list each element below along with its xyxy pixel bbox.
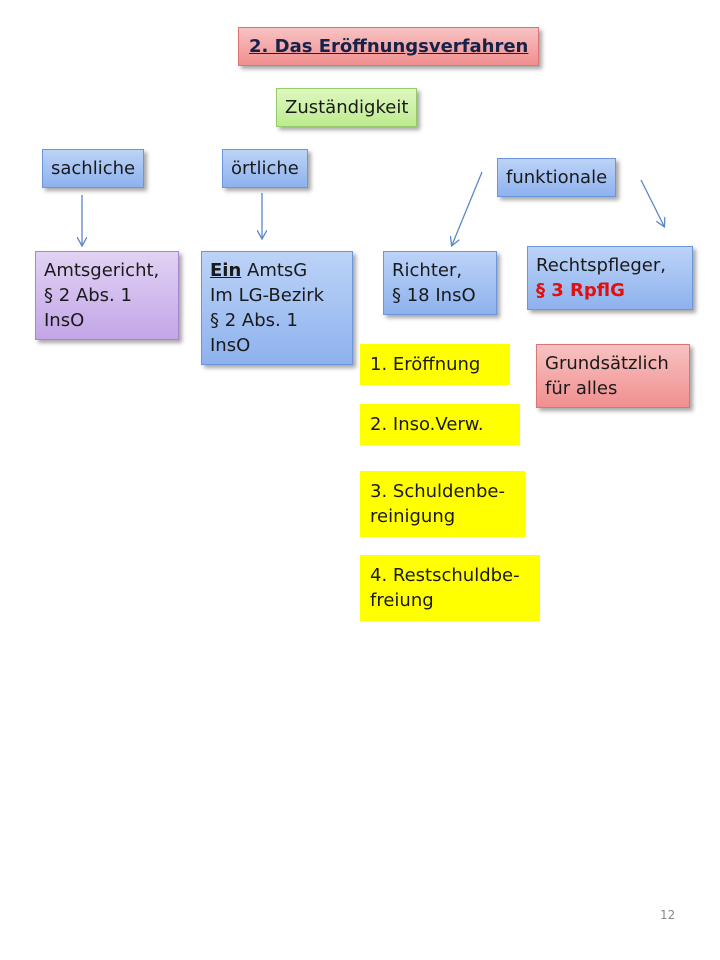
task-schuldenbereinigung-line1: 3. Schuldenbe- [370,481,505,502]
ein-amtsg-line3: § 2 Abs. 1 [210,310,298,331]
task-schuldenbereinigung-line2: reinigung [370,506,456,527]
task-eroeffnung-text: 1. Eröffnung [370,354,481,375]
amtsgericht-line3: InsO [44,310,85,331]
amtsgericht-line1: Amtsgericht, [44,260,160,281]
rechtspfleger-line2: § 3 RpflG [536,280,625,301]
oertliche-box: örtliche [222,149,308,188]
ein-amtsg-box: Ein AmtsG Im LG-Bezirk § 2 Abs. 1 InsO [201,251,353,365]
ein-amtsg-line4: InsO [210,335,251,356]
ein-amtsg-line1: Ein AmtsG [210,258,344,283]
arrow-funktionale-richter [452,171,483,245]
zustaendigkeit-label: Zuständigkeit [285,97,409,118]
grundsaetzlich-line2: für alles [545,378,618,399]
sachliche-label: sachliche [51,158,136,179]
zustaendigkeit-box: Zuständigkeit [276,88,418,127]
task-schuldenbereinigung: 3. Schuldenbe- reinigung [360,471,525,537]
task-inso-verw-text: 2. Inso.Verw. [370,414,484,435]
task-restschuldbefreiung-line1: 4. Restschuldbe- [370,565,520,586]
task-inso-verw: 2. Inso.Verw. [360,404,520,445]
oertliche-label: örtliche [231,158,299,179]
ein-emphasis: Ein [210,260,242,281]
task-restschuldbefreiung-line2: freiung [370,590,434,611]
funktionale-box: funktionale [497,158,617,197]
richter-box: Richter, § 18 InsO [383,251,497,315]
grundsaetzlich-line1: Grundsätzlich [545,353,669,374]
page-title: 2. Das Eröffnungsverfahren [249,36,529,57]
grundsaetzlich-box: Grundsätzlich für alles [536,344,690,408]
page-number: 12 [660,908,676,922]
sachliche-box: sachliche [42,149,145,188]
richter-line2: § 18 InsO [392,285,476,306]
rechtspfleger-line1: Rechtspfleger, [536,255,666,276]
amtsgericht-box: Amtsgericht, § 2 Abs. 1 InsO [35,251,179,340]
ein-amtsg-line2: Im LG-Bezirk [210,285,325,306]
amtsgericht-line2: § 2 Abs. 1 [44,285,132,306]
task-eroeffnung: 1. Eröffnung [360,344,510,385]
rechtspfleger-box: Rechtspfleger, § 3 RpflG [527,246,693,310]
richter-line1: Richter, [392,260,463,281]
title-box: 2. Das Eröffnungsverfahren [238,27,540,66]
funktionale-label: funktionale [506,167,608,188]
amtsg-text: AmtsG [241,260,308,281]
task-restschuldbefreiung: 4. Restschuldbe- freiung [360,555,540,621]
arrow-funktionale-rechtspfleger [640,179,664,226]
